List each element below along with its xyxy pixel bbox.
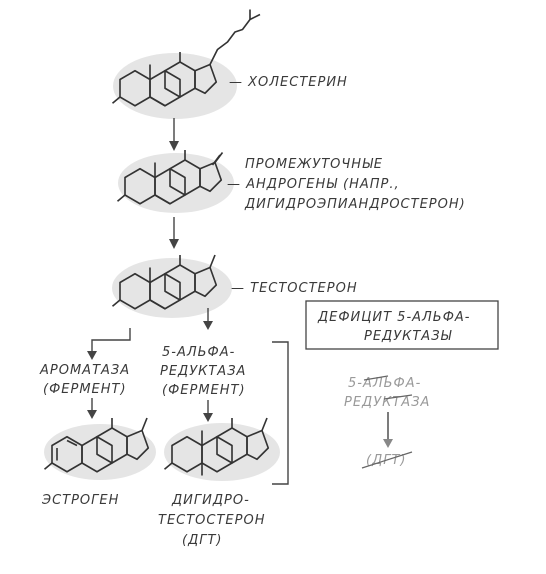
arrow-testosterone-to-reductase — [203, 308, 213, 330]
intermediate-label-2: — АНДРОГЕНЫ (НАПР., — [227, 177, 400, 192]
intermediate-label-1: ПРОМЕЖУТОЧНЫЕ — [245, 157, 383, 172]
arrow-testosterone-to-aromatase — [87, 328, 131, 360]
dht-label-3: (ДГТ) — [182, 533, 222, 548]
arrow-aromatase-to-estrogen — [87, 398, 97, 419]
intermediate-androgen-molecule — [116, 150, 234, 213]
dht-label-1: ДИГИДРО- — [171, 493, 250, 508]
arrow-cholesterol-to-intermediate — [169, 118, 179, 151]
enzyme-strike-1 — [363, 375, 389, 381]
reductase-label-3: (ФЕРМЕНТ) — [162, 383, 246, 398]
reductase-label-2: РЕДУКТАЗА — [160, 364, 246, 379]
arrow-reductase-to-dht — [203, 400, 213, 422]
intermediate-label-3: ДИГИДРОЭПИАНДРОСТЕРОН) — [244, 197, 466, 212]
aromatase-enzyme-label: (ФЕРМЕНТ) — [43, 382, 127, 397]
deficiency-title-1: ДЕФИЦИТ 5-АЛЬФА- — [317, 310, 471, 325]
deficiency-enzyme-2: РЕДУКТАЗА — [344, 395, 430, 410]
deficiency-title-2: РЕДУКТАЗЫ — [364, 329, 453, 344]
estrogen-label: ЭСТРОГЕН — [41, 493, 119, 508]
enzyme-strike-2 — [383, 394, 413, 400]
testosterone-molecule — [111, 254, 232, 318]
cholesterol-label: — ХОЛЕСТЕРИН — [229, 75, 348, 90]
deficiency-arrow — [383, 412, 393, 448]
testosterone-label: — ТЕСТОСТЕРОН — [231, 281, 358, 296]
cholesterol-molecule — [111, 9, 261, 119]
product-strike — [361, 451, 413, 469]
estrogen-molecule — [43, 417, 156, 480]
reductase-label-1: 5-АЛЬФА- — [162, 345, 235, 360]
arrow-intermediate-to-testosterone — [169, 217, 179, 249]
deficiency-enzyme-1: 5-АЛЬФА- — [348, 376, 421, 391]
aromatase-label: АРОМАТАЗА — [39, 363, 130, 378]
dht-label-2: ТЕСТОСТЕРОН — [158, 513, 265, 528]
dht-molecule — [163, 417, 280, 481]
deficiency-box: ДЕФИЦИТ 5-АЛЬФА- РЕДУКТАЗЫ — [305, 300, 499, 350]
deficiency-bracket — [272, 341, 289, 485]
